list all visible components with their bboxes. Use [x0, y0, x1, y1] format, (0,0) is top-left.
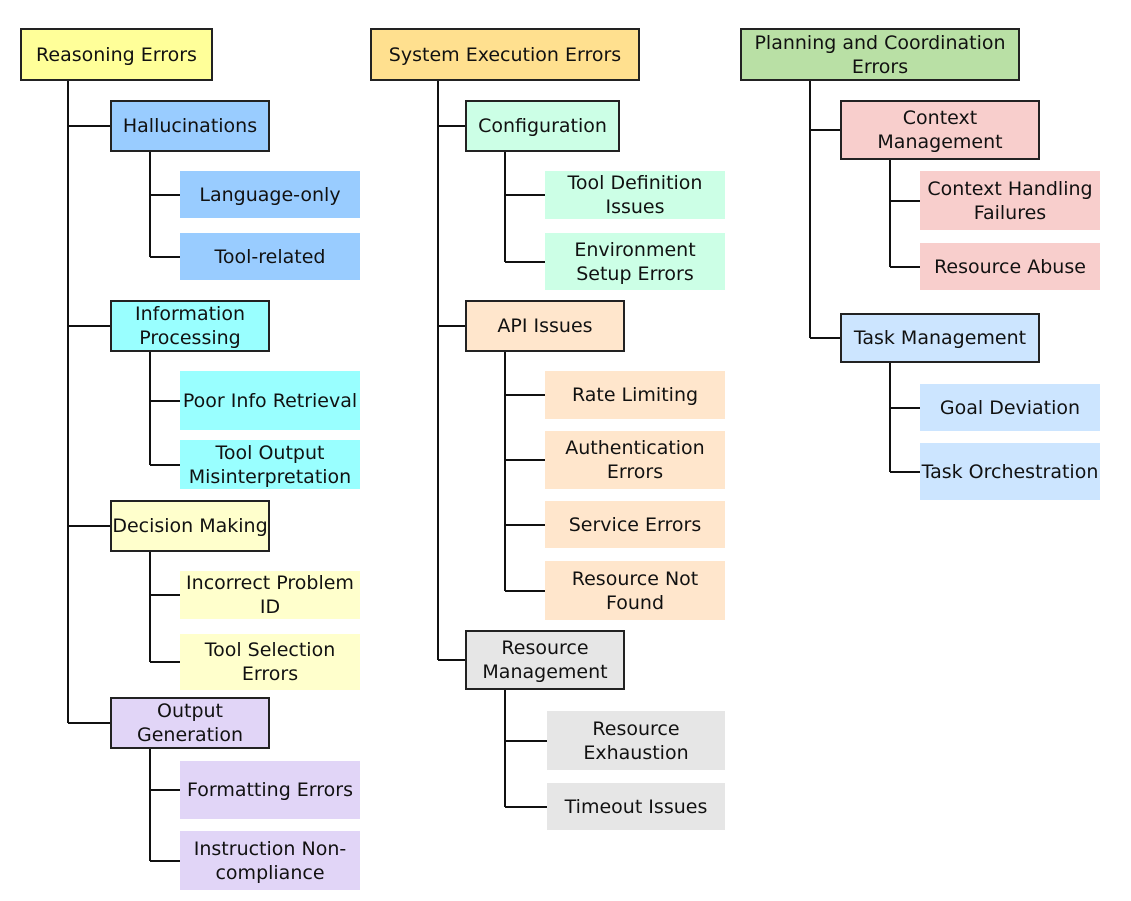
leaf-tool-related: Tool-related — [180, 233, 360, 280]
connector-branch — [810, 337, 840, 339]
leaf-service-errors: Service Errors — [545, 501, 725, 548]
connector-leaf — [150, 859, 180, 862]
connector-leaf — [505, 194, 545, 196]
connector-sub-trunk — [149, 749, 151, 861]
leaf-instruction-non-compliance: Instruction Non-compliance — [180, 831, 360, 890]
connector-leaf — [505, 394, 545, 396]
leaf-environment-setup-errors: Environment Setup Errors — [545, 233, 725, 290]
leaf-resource-abuse: Resource Abuse — [920, 243, 1100, 290]
subcategory-information-processing: Information Processing — [110, 300, 270, 352]
connector-trunk — [809, 81, 811, 338]
connector-sub-trunk — [149, 352, 151, 465]
category-reasoning-errors: Reasoning Errors — [20, 28, 213, 81]
leaf-timeout-issues: Timeout Issues — [547, 783, 725, 830]
connector-branch — [810, 129, 840, 131]
connector-sub-trunk — [889, 160, 891, 267]
connector-leaf — [505, 589, 545, 592]
leaf-goal-deviation: Goal Deviation — [920, 384, 1100, 431]
leaf-formatting-errors: Formatting Errors — [180, 761, 360, 819]
leaf-resource-exhaustion: Resource Exhaustion — [547, 711, 725, 770]
category-system-execution-errors: System Execution Errors — [370, 28, 640, 81]
connector-leaf — [890, 406, 920, 409]
subcategory-resource-management: Resource Management — [465, 630, 625, 690]
connector-branch — [68, 125, 110, 127]
connector-leaf — [150, 594, 180, 596]
subcategory-decision-making: Decision Making — [110, 500, 270, 552]
connector-leaf — [505, 805, 547, 808]
connector-leaf — [890, 199, 920, 202]
connector-branch — [438, 125, 465, 127]
leaf-context-handling-failures: Context Handling Failures — [920, 171, 1100, 230]
connector-leaf — [150, 399, 180, 402]
connector-sub-trunk — [889, 363, 891, 472]
connector-branch — [68, 722, 110, 724]
leaf-resource-not-found: Resource Not Found — [545, 561, 725, 620]
subcategory-task-management: Task Management — [840, 313, 1040, 363]
connector-leaf — [505, 739, 547, 742]
connector-leaf — [150, 789, 180, 791]
connector-sub-trunk — [149, 152, 151, 257]
subcategory-hallucinations: Hallucinations — [110, 100, 270, 152]
connector-leaf — [890, 470, 920, 473]
subcategory-output-generation: Output Generation — [110, 697, 270, 749]
connector-branch — [68, 325, 110, 327]
connector-branch — [68, 525, 110, 527]
leaf-language-only: Language-only — [180, 171, 360, 218]
connector-branch — [438, 325, 465, 327]
connector-trunk — [437, 81, 439, 660]
subcategory-context-management: Context Management — [840, 100, 1040, 160]
connector-sub-trunk — [149, 552, 151, 662]
connector-sub-trunk — [504, 152, 506, 262]
subcategory-configuration: Configuration — [465, 100, 620, 152]
connector-branch — [438, 659, 465, 661]
connector-leaf — [890, 265, 920, 268]
connector-sub-trunk — [504, 690, 506, 807]
connector-sub-trunk — [504, 352, 506, 591]
subcategory-api-issues: API Issues — [465, 300, 625, 352]
connector-leaf — [505, 459, 545, 461]
connector-leaf — [150, 661, 180, 663]
leaf-poor-info-retrieval: Poor Info Retrieval — [180, 371, 360, 430]
connector-leaf — [505, 260, 545, 263]
leaf-tool-output-misinterpretation: Tool Output Misinterpretation — [180, 440, 360, 489]
connector-trunk — [67, 81, 69, 723]
leaf-task-orchestration: Task Orchestration — [920, 443, 1100, 500]
connector-leaf — [505, 523, 545, 526]
leaf-tool-selection-errors: Tool Selection Errors — [180, 634, 360, 690]
leaf-rate-limiting: Rate Limiting — [545, 371, 725, 419]
leaf-incorrect-problem-id: Incorrect Problem ID — [180, 571, 360, 619]
connector-leaf — [150, 463, 180, 466]
connector-leaf — [150, 255, 180, 258]
connector-leaf — [150, 193, 180, 196]
leaf-tool-definition-issues: Tool Definition Issues — [545, 171, 725, 219]
category-planning-and-coordination-errors: Planning and Coordination Errors — [740, 28, 1020, 81]
leaf-authentication-errors: Authentication Errors — [545, 431, 725, 489]
